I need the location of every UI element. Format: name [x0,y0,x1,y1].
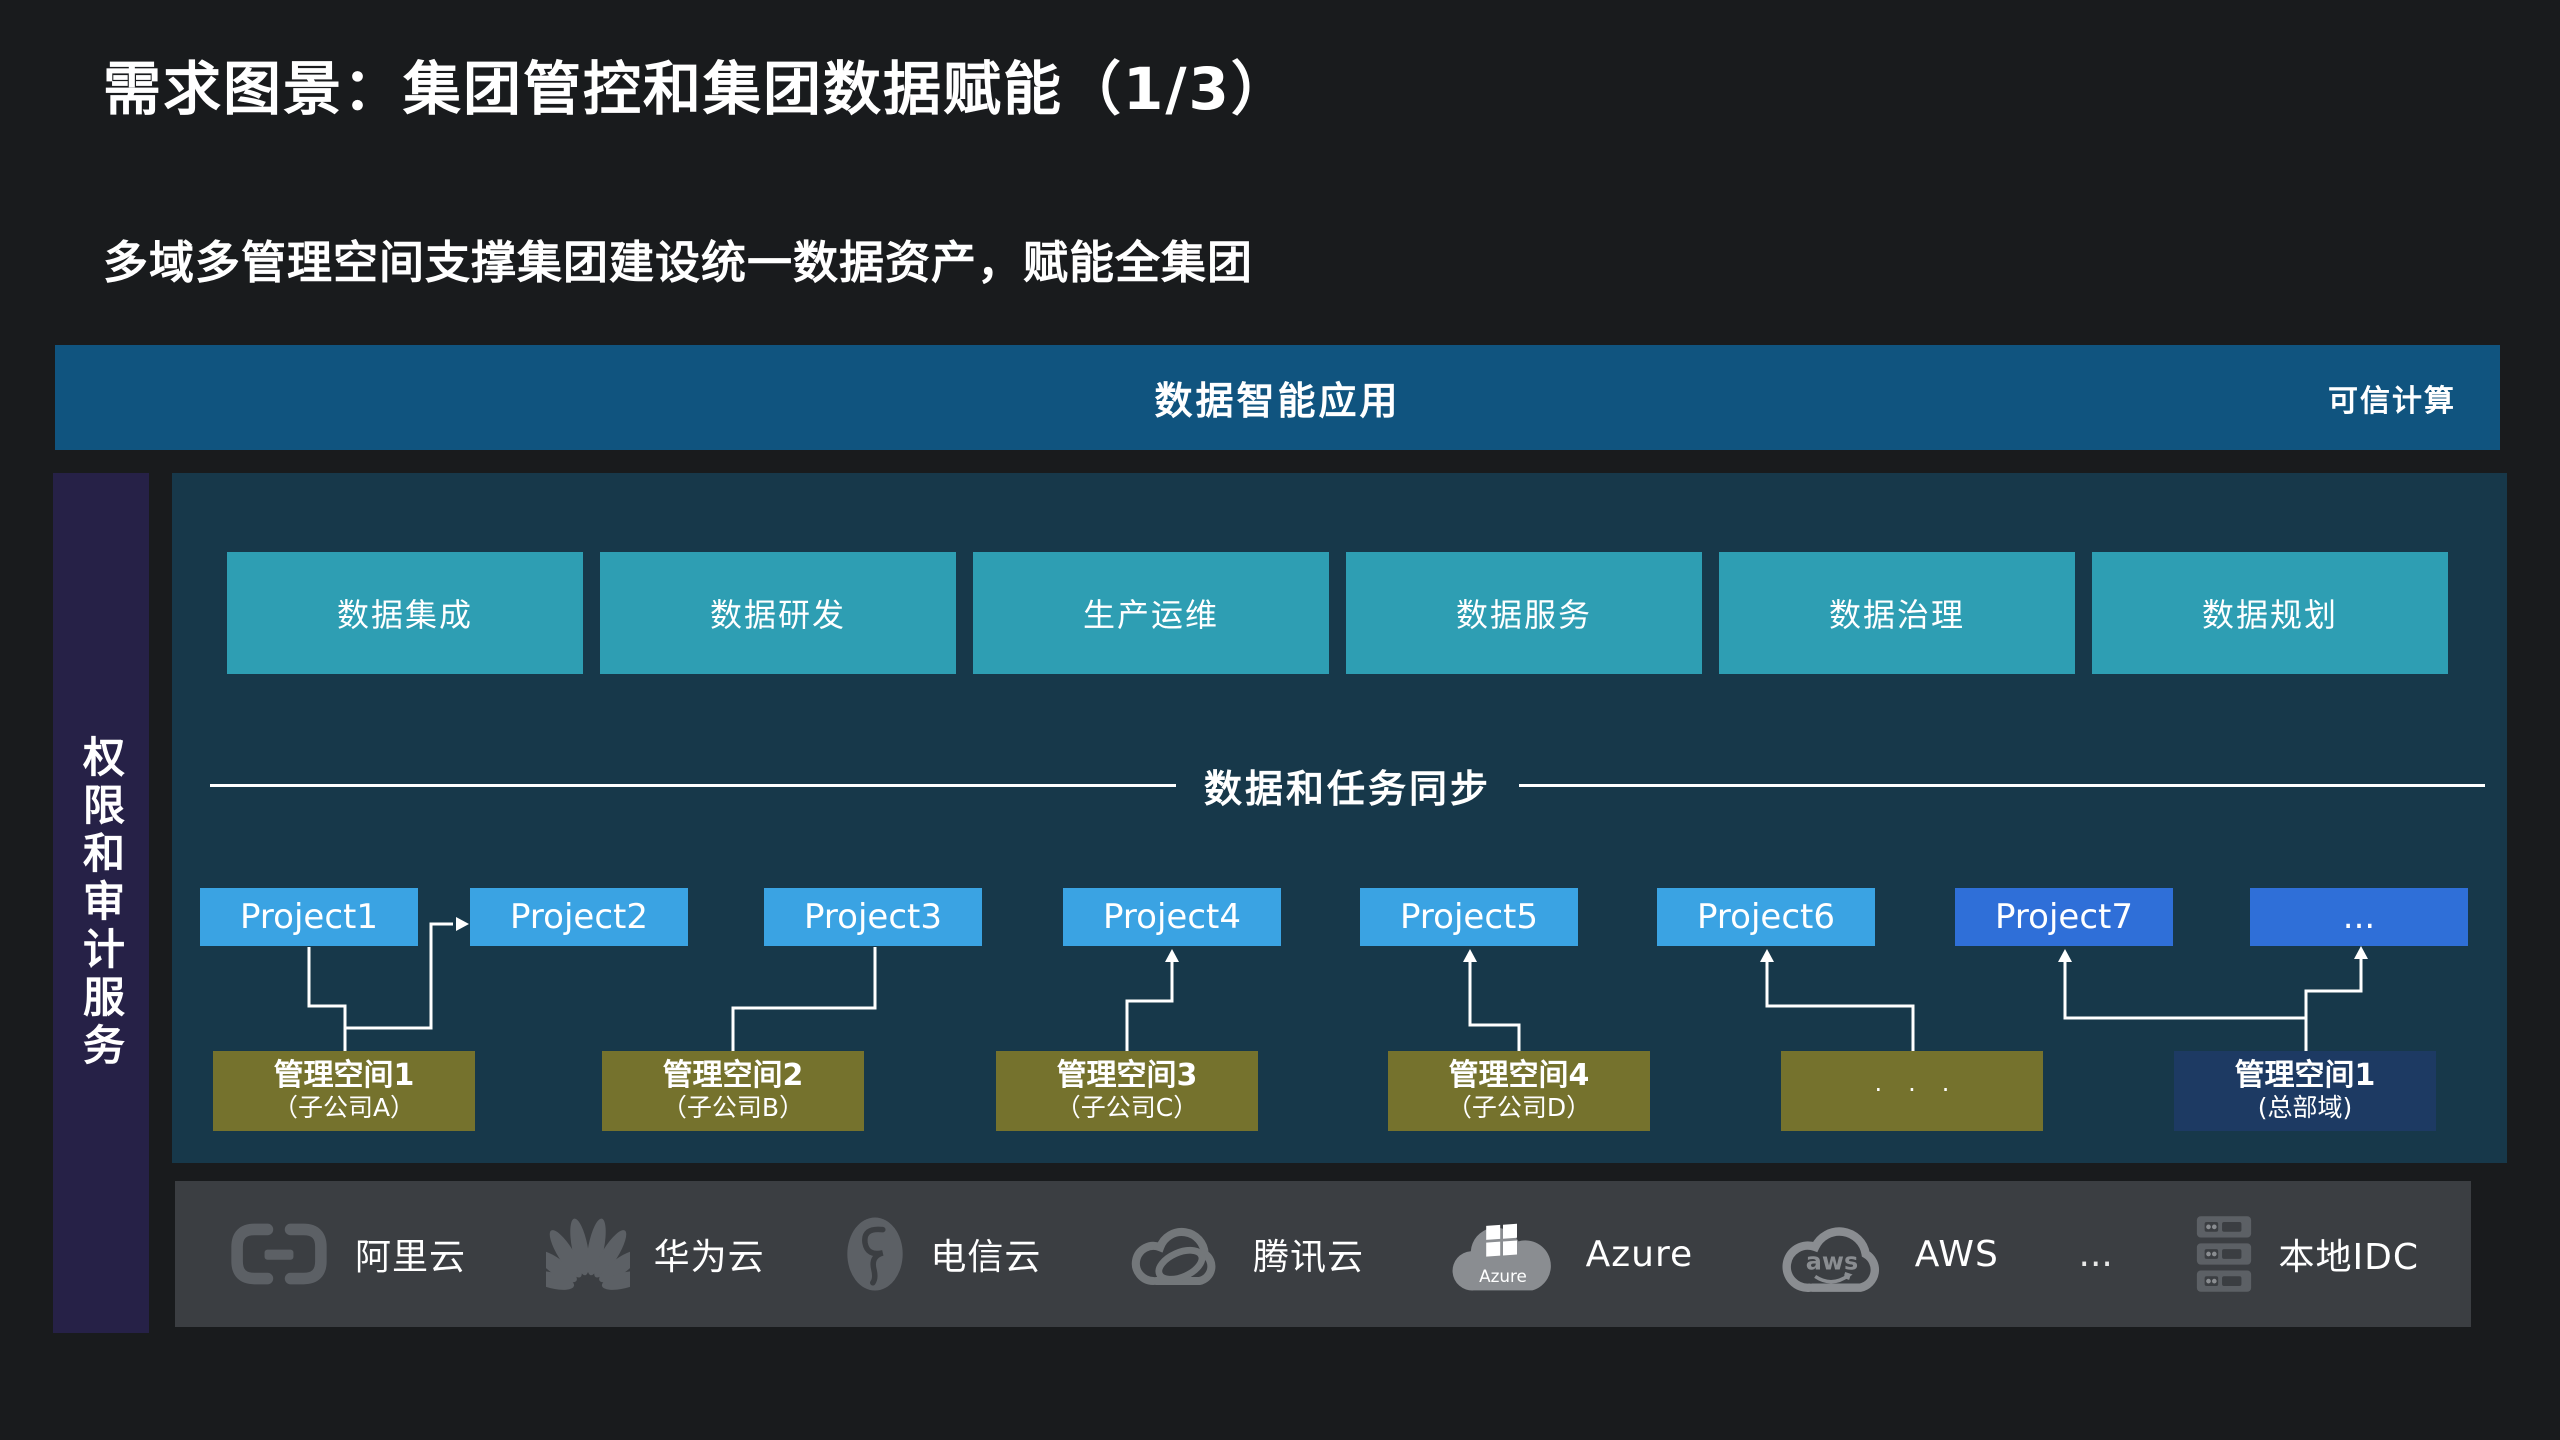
project-box-2: Project2 [470,888,688,946]
workspace-box-4: 管理空间4 （子公司D） [1388,1051,1650,1131]
provider-label: Azure [1585,1233,1694,1275]
provider-azure: Azure Azure [1444,1212,1694,1296]
workspace-subtitle: (总部域) [2257,1092,2353,1122]
provider-telecom-cloud: 电信云 [844,1214,1041,1294]
workspace-box-2: 管理空间2 （子公司B） [602,1051,864,1131]
aws-icon: aws [1782,1227,1879,1292]
workspace-title: 管理空间4 [1448,1058,1590,1094]
workspace-title: 管理空间3 [1056,1058,1198,1094]
project-box-5: Project5 [1360,888,1578,946]
module-box-data-development: 数据研发 [600,552,956,674]
project-box-7: Project7 [1955,888,2173,946]
page-subtitle: 多域多管理空间支撑集团建设统一数据资产，赋能全集团 [103,236,1254,289]
module-box-production-ops: 生产运维 [973,552,1329,674]
workspace-subtitle: （子公司B） [661,1092,805,1122]
provider-label: 电信云 [930,1237,1042,1278]
workspace-box-1: 管理空间1 （子公司A） [213,1051,475,1131]
banner-title: 数据智能应用 [1154,379,1401,423]
module-row: 数据集成 数据研发 生产运维 数据服务 数据治理 数据规划 [227,552,2448,674]
provider-label: 华为云 [653,1237,765,1278]
workspace-title: 管理空间1 [2234,1058,2376,1094]
permissions-audit-sidebar: 权限和审计服务 [53,473,149,1333]
divider-line-left [210,783,1176,787]
workspace-box-3: 管理空间3 （子公司C） [996,1051,1258,1131]
local-idc-icon [2196,1216,2251,1292]
provider-label: 阿里云 [355,1237,467,1278]
top-banner: 数据智能应用 可信计算 [55,345,2500,450]
alibaba-cloud-icon [231,1223,327,1285]
telecom-cloud-icon [847,1217,903,1291]
project-box-1: Project1 [200,888,418,946]
sync-divider: 数据和任务同步 [210,762,2486,811]
provider-aws: aws AWS [1773,1209,1999,1299]
tencent-cloud-icon [1131,1227,1216,1286]
provider-alibaba-cloud: 阿里云 [227,1219,466,1289]
workspace-box-more: ··· [1781,1051,2043,1131]
workspace-title: 管理空间2 [662,1058,804,1094]
provider-local-idc: 本地IDC [2193,1212,2419,1296]
module-box-data-service: 数据服务 [1346,552,1702,674]
workspace-subtitle: （子公司D） [1446,1092,1592,1122]
provider-label: ... [2078,1233,2113,1275]
cloud-provider-bar: 阿里云 华为云 电信云 [175,1181,2471,1327]
provider-tencent-cloud: 腾讯云 [1121,1216,1364,1292]
provider-label: 腾讯云 [1252,1237,1364,1278]
sync-divider-label: 数据和任务同步 [1204,766,1492,811]
page-title: 需求图景：集团管控和集团数据赋能（1/3） [103,55,1291,123]
svg-text:aws: aws [1806,1247,1858,1275]
divider-line-right [1519,783,2486,787]
svg-text:Azure: Azure [1479,1266,1527,1286]
workspace-title: ··· [1874,1076,1976,1105]
sidebar-label: 权限和审计服务 [76,735,126,1071]
banner-right-label: 可信计算 [2328,383,2456,419]
project-box-6: Project6 [1657,888,1875,946]
provider-label: 本地IDC [2278,1237,2419,1278]
provider-more: ... [2079,1234,2113,1275]
provider-label: AWS [1914,1233,1999,1275]
workspace-subtitle: （子公司A） [272,1092,416,1122]
azure-icon: Azure [1452,1223,1551,1291]
module-box-data-planning: 数据规划 [2092,552,2448,674]
module-box-data-governance: 数据治理 [1719,552,2075,674]
huawei-cloud-icon [545,1218,630,1290]
project-box-3: Project3 [764,888,982,946]
project-box-more: ... [2250,888,2468,946]
project-box-4: Project4 [1063,888,1281,946]
provider-huawei-cloud: 华为云 [545,1216,765,1292]
workspace-subtitle: （子公司C） [1055,1092,1199,1122]
workspace-title: 管理空间1 [273,1058,415,1094]
workspace-box-hq: 管理空间1 (总部域) [2174,1051,2436,1131]
module-box-data-integration: 数据集成 [227,552,583,674]
